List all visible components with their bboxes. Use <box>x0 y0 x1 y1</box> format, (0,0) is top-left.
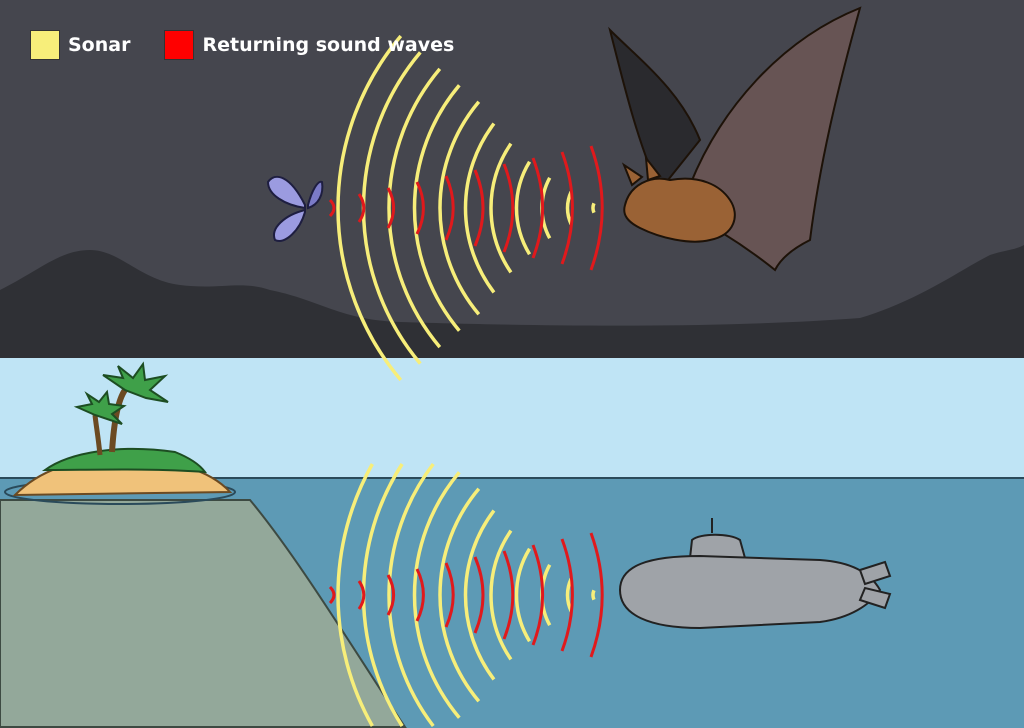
sonar-wave <box>463 509 496 681</box>
sonar-wave <box>591 202 596 214</box>
hills <box>0 245 1024 358</box>
returning-wave <box>531 157 545 259</box>
legend-swatch-sonar <box>30 30 60 60</box>
bat <box>608 6 862 272</box>
sonar-wave <box>438 487 481 703</box>
sonar-wave <box>336 463 374 727</box>
sonar-wave <box>489 142 513 274</box>
returning-wave <box>357 193 366 223</box>
sonar-wave <box>463 122 496 294</box>
returning-wave <box>415 181 425 235</box>
returning-wave <box>531 544 545 646</box>
returning-wave <box>328 585 336 605</box>
sonar-wave <box>387 67 442 349</box>
butterfly <box>266 175 324 242</box>
returning-wave <box>560 151 574 265</box>
legend-item-returning: Returning sound waves <box>164 30 454 60</box>
returning-wave <box>589 532 604 658</box>
sonar-wave <box>489 529 513 661</box>
legend-swatch-returning <box>164 30 195 60</box>
returning-wave <box>473 169 485 247</box>
sonar-wave <box>514 160 532 256</box>
legend-label-returning: Returning sound waves <box>202 34 455 56</box>
legend-label-sonar: Sonar <box>68 34 131 56</box>
returning-wave <box>444 175 455 241</box>
submarine <box>618 518 892 630</box>
returning-wave <box>560 538 574 652</box>
returning-wave <box>502 550 515 640</box>
returning-wave <box>328 198 336 218</box>
sonar-wave <box>438 100 481 316</box>
legend: Sonar Returning sound waves <box>30 30 478 60</box>
sonar-wave <box>412 471 461 719</box>
returning-wave <box>589 145 604 271</box>
returning-wave <box>386 187 396 229</box>
returning-wave <box>473 556 485 634</box>
sonar-wave <box>591 589 596 601</box>
sonar-waves-bat <box>328 34 604 382</box>
returning-wave <box>502 163 515 253</box>
sonar-wave <box>387 462 435 728</box>
returning-wave <box>415 568 425 622</box>
sonar-waves-submarine <box>328 462 604 728</box>
sonar-wave <box>412 84 461 332</box>
returning-wave <box>386 574 396 616</box>
returning-wave <box>444 562 455 628</box>
legend-item-sonar: Sonar <box>30 30 130 60</box>
sonar-wave <box>514 547 532 643</box>
island <box>4 361 236 505</box>
sonar-wave <box>336 34 403 382</box>
returning-wave <box>357 580 366 610</box>
